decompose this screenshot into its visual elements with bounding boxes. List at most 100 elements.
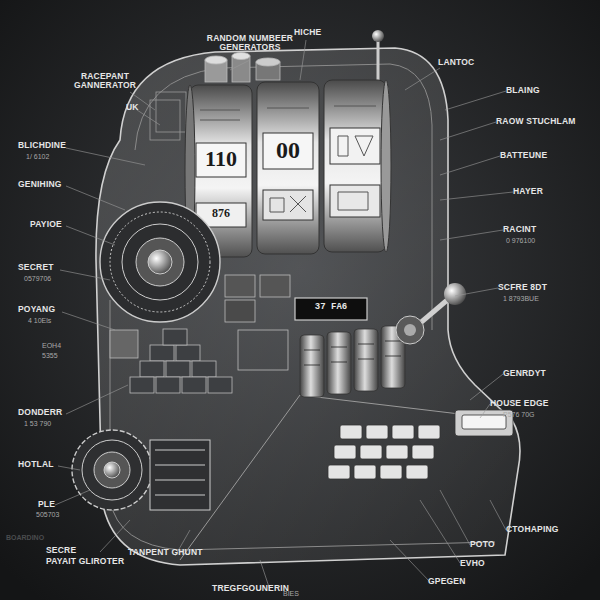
lower-reels xyxy=(354,329,378,391)
top-components xyxy=(232,53,250,60)
lower-reels xyxy=(300,326,405,397)
part-label: HOTLAL xyxy=(18,460,54,469)
callout-number: 5355 xyxy=(42,352,58,360)
part-label: TANPENT GHUNT xyxy=(128,548,203,557)
part-label: SCFRE 8DT xyxy=(498,283,547,292)
rotor-disk xyxy=(100,202,220,322)
rotor-disk xyxy=(110,212,210,312)
callout-number: 0579706 xyxy=(24,275,51,283)
pull-lever xyxy=(404,324,416,336)
part-label: GPEGEN xyxy=(428,577,466,586)
part-label: GENIHING xyxy=(18,180,62,189)
top-components xyxy=(256,58,280,66)
circuit-blocks xyxy=(140,361,164,377)
display-panel xyxy=(295,298,367,320)
callout-number: 1/ 6102 xyxy=(26,153,49,161)
circuit-blocks xyxy=(110,330,138,358)
top-components xyxy=(372,30,384,42)
circuit-blocks xyxy=(238,330,288,370)
rotor-disk xyxy=(148,250,172,274)
keypad xyxy=(412,445,434,459)
display-panel xyxy=(295,298,367,320)
top-components xyxy=(232,56,250,82)
keypad xyxy=(462,415,506,429)
part-label: RAOW STUCHLAM xyxy=(496,117,576,126)
part-label: HICHE xyxy=(294,28,321,37)
circuit-blocks xyxy=(260,275,290,297)
callout-number: EOH4 xyxy=(42,342,61,350)
part-label: DONDERR xyxy=(18,408,62,417)
circuit-blocks xyxy=(130,377,154,393)
callout-number: 0 976100 xyxy=(506,237,535,245)
pull-lever xyxy=(396,283,466,344)
rotor-disk xyxy=(136,238,184,286)
reel-drum xyxy=(381,80,391,252)
reel-drum xyxy=(185,80,391,257)
callout-number: 1 53 790 xyxy=(24,420,51,428)
top-components xyxy=(205,56,227,64)
part-label: LANTOC xyxy=(438,58,474,67)
part-label: BATTEUNE xyxy=(500,151,547,160)
lower-reels xyxy=(327,332,351,394)
lower-reels xyxy=(304,341,401,365)
part-label: HAYER xyxy=(513,187,543,196)
circuit-blocks xyxy=(166,361,190,377)
leader-lines xyxy=(55,40,513,590)
keypad xyxy=(360,445,382,459)
leader-lines xyxy=(55,40,513,590)
part-label: BLICHDINE xyxy=(18,141,66,150)
part-label: SECRET xyxy=(18,263,54,272)
part-label: HOUSE EDGE xyxy=(490,399,549,408)
keypad xyxy=(340,425,362,439)
part-label: EVHO xyxy=(460,559,485,568)
part-label: PAYAIT GLIROTER xyxy=(46,557,124,566)
keypad xyxy=(354,465,376,479)
part-label: TREGFGOUNERIN xyxy=(212,584,289,593)
reel-symbol: 110 xyxy=(196,147,246,171)
part-label: RACINT xyxy=(503,225,536,234)
part-label: UK xyxy=(126,103,139,112)
gear-assembly xyxy=(94,452,130,488)
circuit-blocks xyxy=(176,345,200,361)
callout-number: 505703 xyxy=(36,511,59,519)
rotor-disk xyxy=(122,224,198,300)
keypad xyxy=(386,445,408,459)
part-label: SECRE xyxy=(46,546,76,555)
rotor-disk xyxy=(100,202,220,322)
top-components xyxy=(156,92,186,132)
circuit-blocks xyxy=(225,275,255,297)
reel-drum xyxy=(196,143,246,177)
faint-label: BOARDINO xyxy=(6,534,44,542)
circuit-blocks xyxy=(110,275,290,393)
top-components xyxy=(150,100,180,140)
gear-assembly xyxy=(104,462,120,478)
part-label: PLE xyxy=(38,500,55,509)
callout-number: BIES xyxy=(283,590,299,598)
keypad xyxy=(392,425,414,439)
gear-assembly xyxy=(150,440,210,510)
keypad xyxy=(328,465,350,479)
part-label: POTO xyxy=(470,540,495,549)
part-label: RACEPANT GANNERATOR xyxy=(50,72,160,91)
part-label: PAYIOE xyxy=(30,220,62,229)
gear-assembly xyxy=(72,430,152,510)
display-readout: 37 FA6 xyxy=(295,303,367,313)
gear-assembly xyxy=(72,430,210,510)
keypad xyxy=(366,425,388,439)
keypad xyxy=(418,425,440,439)
pull-lever xyxy=(396,316,424,344)
gear-assembly xyxy=(155,450,205,495)
circuit-blocks xyxy=(192,361,216,377)
keypad xyxy=(380,465,402,479)
circuit-blocks xyxy=(156,377,180,393)
part-label: CTOHAPING xyxy=(506,525,559,534)
circuit-blocks xyxy=(182,377,206,393)
callout-number: P576 70G xyxy=(503,411,535,419)
part-label: BLAING xyxy=(506,86,540,95)
reel-drum xyxy=(263,133,313,169)
cabinet xyxy=(110,300,495,550)
circuit-blocks xyxy=(163,329,187,345)
